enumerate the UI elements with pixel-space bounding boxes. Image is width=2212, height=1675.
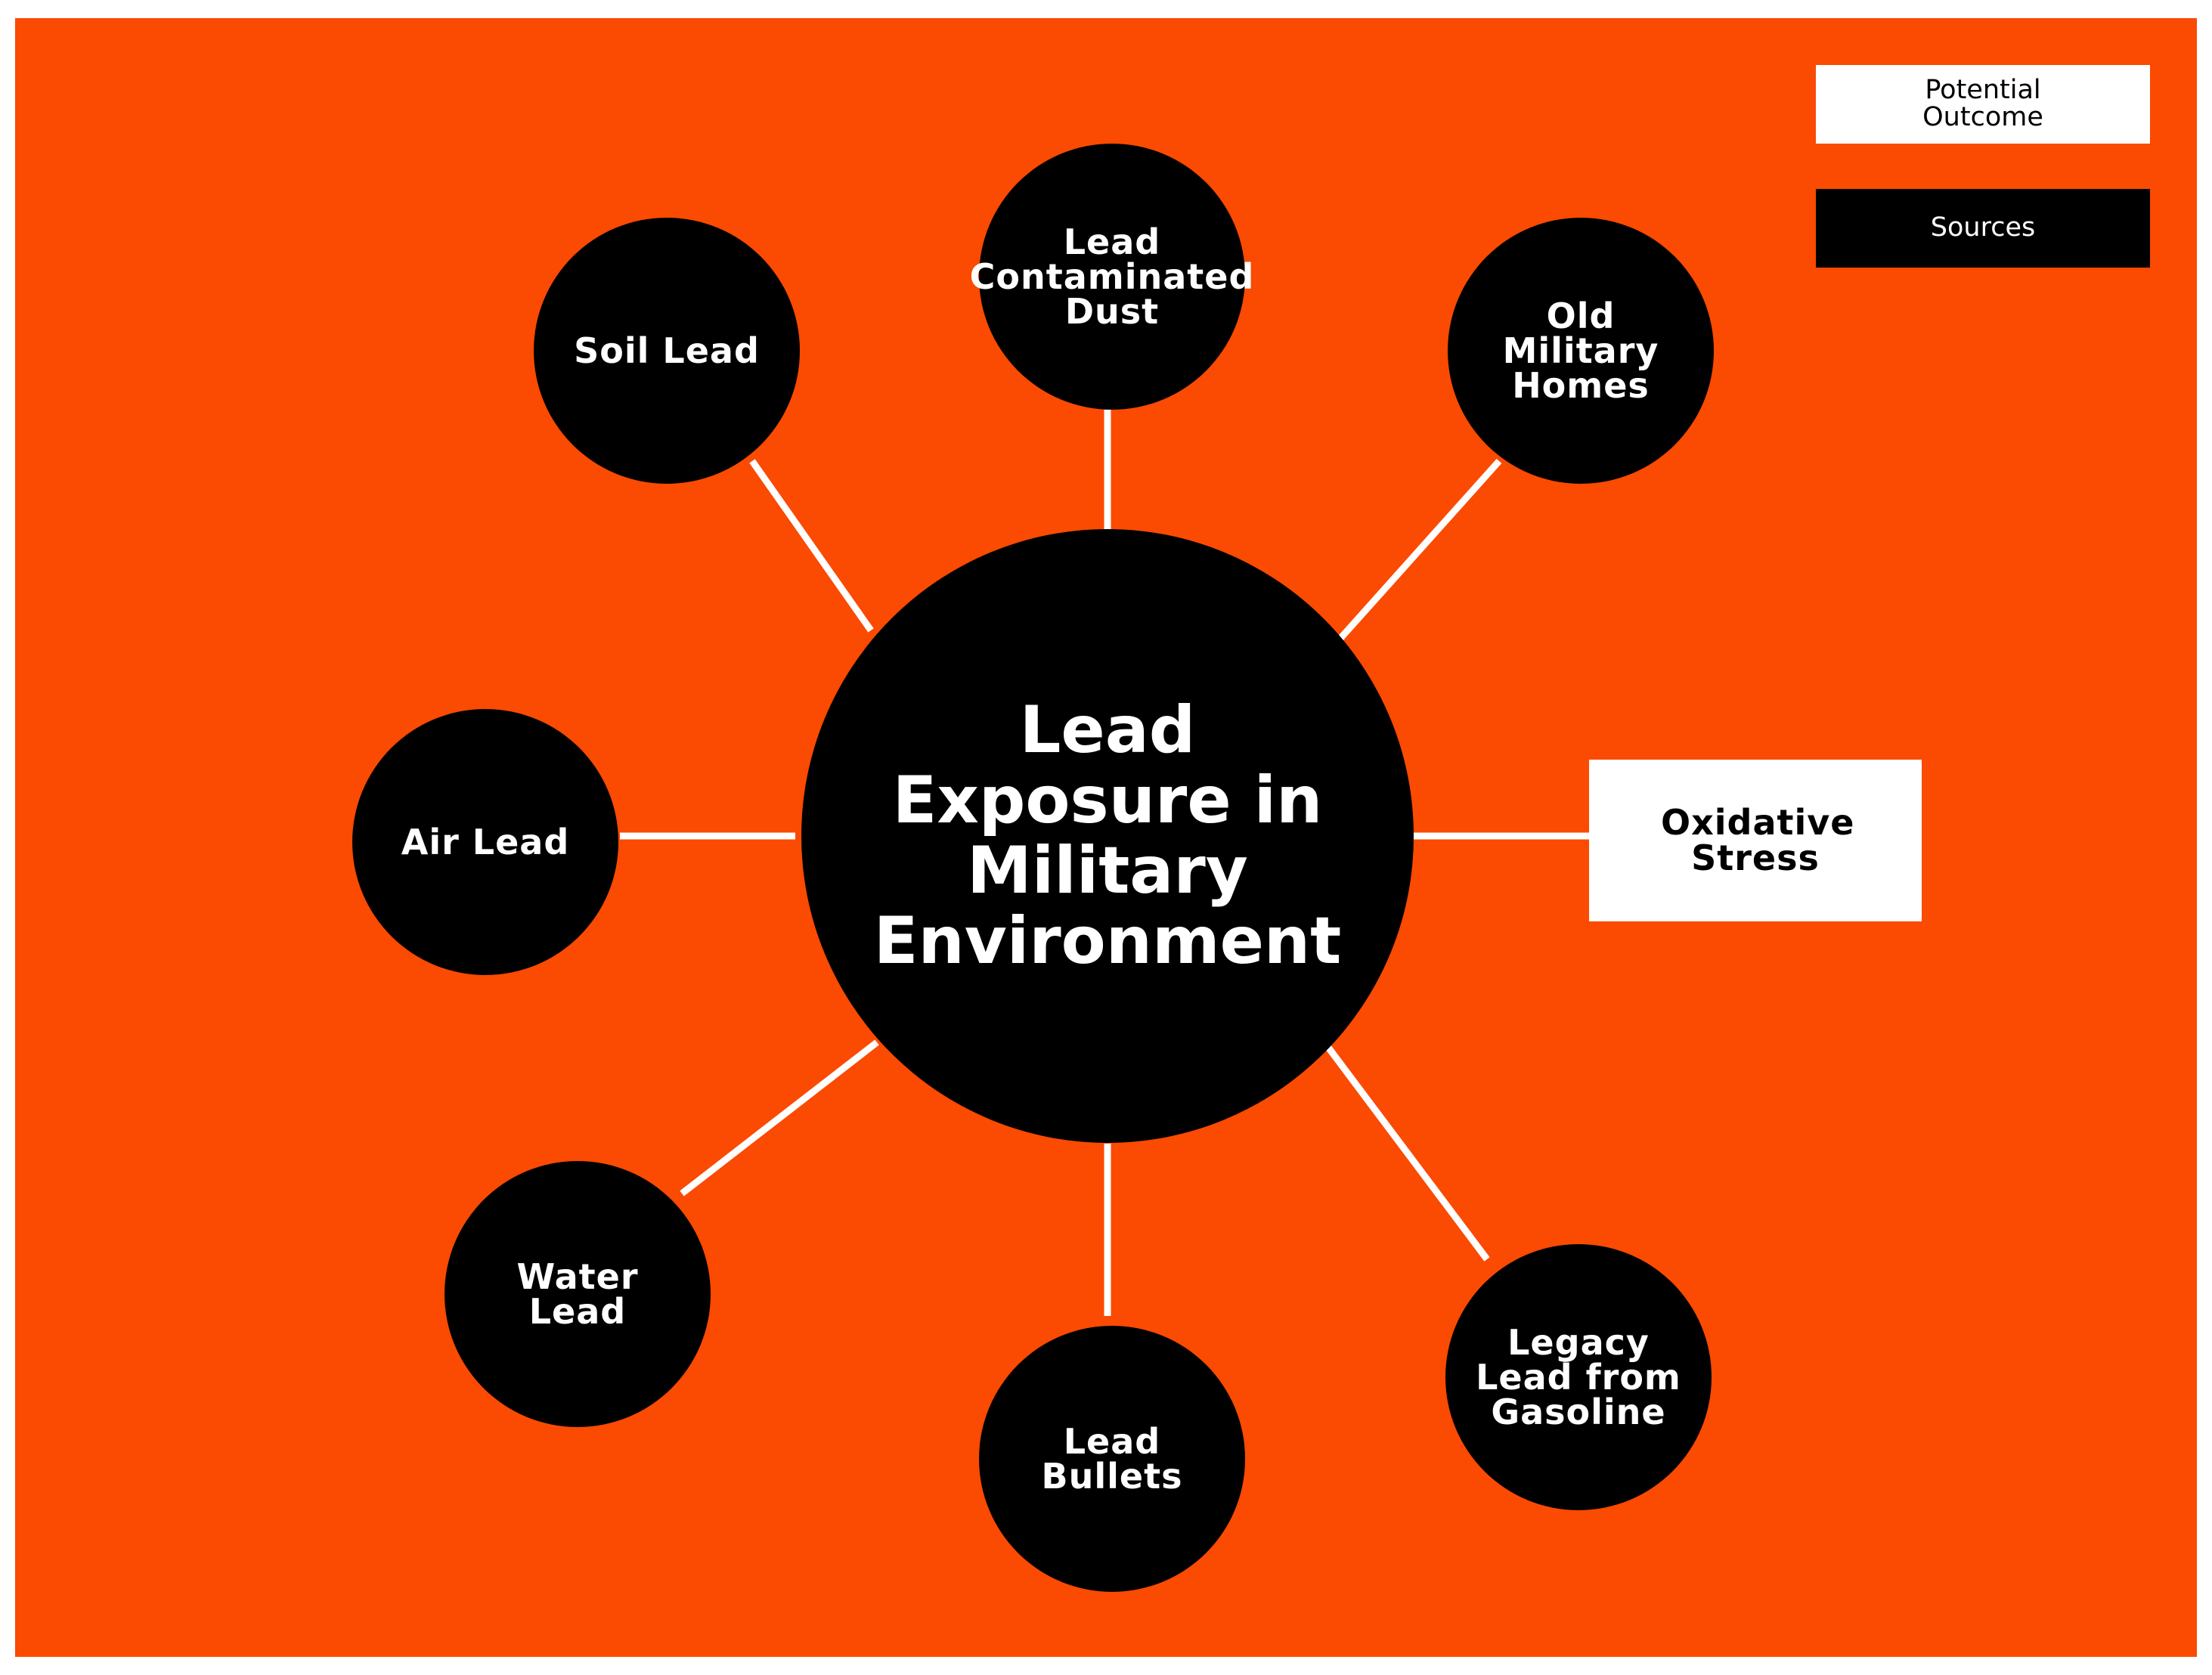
center-node-lead-exposure: Lead Exposure in Military Environment	[801, 529, 1414, 1143]
legend-sources: Sources	[1816, 189, 2150, 268]
legend-potential-outcome: Potential Outcome	[1816, 65, 2150, 144]
source-node-label: Lead Contaminated Dust	[969, 221, 1255, 332]
source-node-lead-contaminated-dust: Lead Contaminated Dust	[970, 144, 1253, 410]
connector-soil-lead	[749, 459, 874, 633]
diagram-canvas: Lead Exposure in Military Environment So…	[15, 18, 2197, 1657]
source-node-label: Old Military Homes	[1502, 296, 1659, 406]
source-node-soil-lead: Soil Lead	[534, 218, 800, 484]
legend-sources-label: Sources	[1930, 212, 2036, 243]
connector-water-lead	[680, 1039, 879, 1197]
source-node-water-lead: Water Lead	[445, 1161, 711, 1427]
source-node-label: Lead Bullets	[1041, 1421, 1183, 1497]
source-node-old-military-homes: Old Military Homes	[1448, 218, 1714, 484]
connector-legacy-lead-from-gasoline	[1321, 1040, 1490, 1262]
connector-lines	[620, 410, 1589, 1316]
source-node-label: Soil Lead	[574, 330, 760, 371]
source-node-air-lead: Air Lead	[352, 709, 618, 975]
source-node-lead-bullets: Lead Bullets	[979, 1326, 1245, 1592]
center-node-label: Lead Exposure in Military Environment	[873, 692, 1342, 979]
outcome-box-label: Oxidative Stress	[1661, 802, 1855, 878]
outcome-box-oxidative-stress: Oxidative Stress	[1589, 760, 1922, 921]
source-node-label: Legacy Lead from Gasoline	[1476, 1322, 1681, 1432]
source-node-label: Air Lead	[401, 822, 570, 862]
legend-outcome-label: Potential Outcome	[1922, 75, 2043, 132]
source-node-label: Water Lead	[516, 1256, 639, 1332]
source-node-legacy-lead-from-gasoline: Legacy Lead from Gasoline	[1445, 1244, 1712, 1510]
connector-old-military-homes	[1335, 458, 1502, 644]
